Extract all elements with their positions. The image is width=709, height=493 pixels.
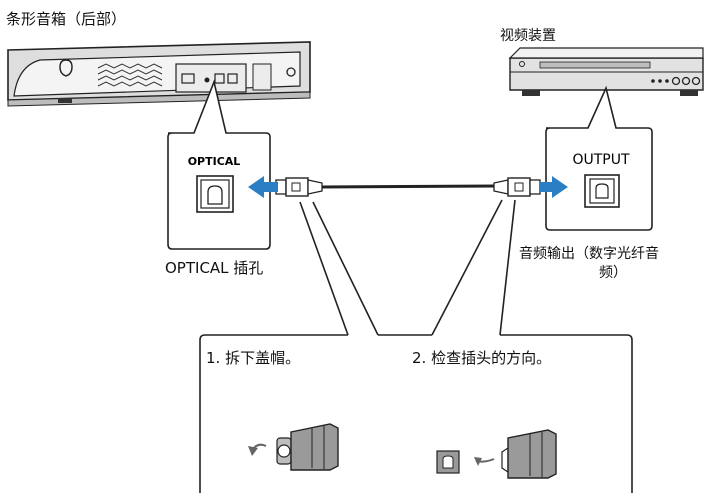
soundbar-illustration xyxy=(7,41,311,107)
right-arrow-icon xyxy=(540,176,568,198)
vent-pattern xyxy=(97,63,163,87)
right-plug xyxy=(493,177,541,197)
optical-panel-label: OPTICAL xyxy=(188,155,241,168)
soundbar-title: 条形音箱（后部） xyxy=(6,10,127,28)
optical-port-caption: OPTICAL 插孔 xyxy=(165,259,264,277)
steps-box xyxy=(199,334,633,493)
output-jack xyxy=(584,174,620,208)
output-port-caption-line1: 音频输出（数字光纤音 xyxy=(519,246,659,262)
step-pointer-lines xyxy=(299,199,516,336)
optical-port-callout: OPTICAL xyxy=(167,79,271,250)
remove-cap-illustration xyxy=(248,423,339,471)
left-arrow-icon xyxy=(248,176,278,198)
left-plug xyxy=(275,177,323,197)
step-2-text: 2. 检查插头的方向。 xyxy=(412,349,552,367)
output-panel-label: OUTPUT xyxy=(572,152,630,168)
check-direction-illustration xyxy=(436,429,557,479)
output-port-callout: OUTPUT xyxy=(545,85,653,231)
video-device-illustration xyxy=(508,47,704,96)
step-1-text: 1. 拆下盖帽。 xyxy=(206,349,301,367)
output-port-caption-line2: 频） xyxy=(599,265,627,281)
optical-cable xyxy=(248,176,568,198)
optical-jack xyxy=(196,175,234,213)
video-device-title: 视频装置 xyxy=(500,28,556,44)
